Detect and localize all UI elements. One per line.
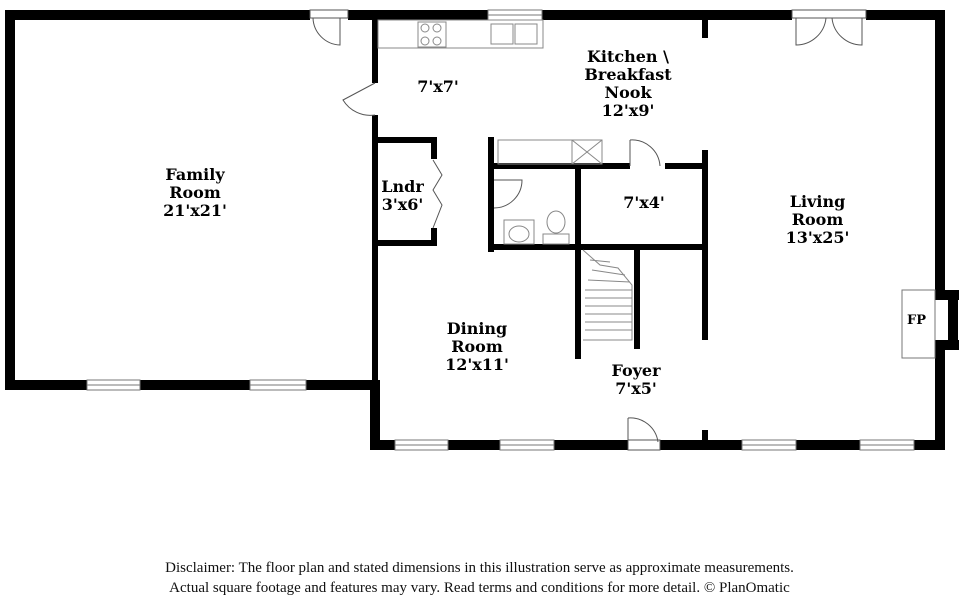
room-size: 12'x11' bbox=[445, 355, 509, 374]
wall bbox=[935, 290, 959, 300]
exterior-walls bbox=[5, 10, 959, 450]
wall bbox=[448, 440, 500, 450]
wall bbox=[796, 440, 860, 450]
doors bbox=[309, 9, 867, 451]
wall bbox=[542, 10, 792, 20]
room-name: Breakfast bbox=[584, 65, 672, 84]
wall bbox=[306, 380, 380, 390]
wall bbox=[866, 10, 945, 20]
fireplace-label: FP bbox=[907, 313, 927, 328]
wall bbox=[914, 440, 945, 450]
room-name: Room bbox=[791, 210, 844, 229]
room-name: Family bbox=[165, 165, 225, 184]
disclaimer-line: Actual square footage and features may v… bbox=[169, 580, 790, 596]
wall bbox=[370, 380, 380, 450]
wall bbox=[5, 10, 310, 20]
wall bbox=[5, 10, 15, 390]
wall bbox=[140, 380, 250, 390]
room-size: 13'x25' bbox=[785, 228, 850, 247]
wall bbox=[554, 440, 628, 450]
room-name: Kitchen \ bbox=[587, 47, 669, 66]
room-name: Living bbox=[789, 192, 846, 211]
room-size: 7'x4' bbox=[623, 193, 665, 212]
wall bbox=[935, 345, 945, 450]
room-name: Nook bbox=[604, 83, 652, 102]
room-living: Living Room 13'x25' bbox=[765, 193, 870, 247]
wall bbox=[5, 380, 87, 390]
room-size: 12'x9' bbox=[601, 101, 655, 120]
wall bbox=[660, 440, 742, 450]
room-name: Dining bbox=[446, 319, 508, 338]
room-size: 3'x6' bbox=[381, 195, 424, 214]
room-size: 21'x21' bbox=[163, 201, 227, 220]
room-size: 7'x7' bbox=[417, 77, 459, 96]
room-foyer: Foyer 7'x5' bbox=[596, 362, 676, 398]
interior-walls bbox=[372, 18, 708, 442]
room-kitchen: Kitchen \ Breakfast Nook 12'x9' bbox=[568, 48, 688, 120]
disclaimer: Disclaimer: The floor plan and stated di… bbox=[0, 558, 959, 598]
windows bbox=[86, 9, 915, 451]
room-name: Room bbox=[169, 183, 221, 202]
room-name: Lndr bbox=[381, 177, 424, 196]
disclaimer-line: Disclaimer: The floor plan and stated di… bbox=[165, 560, 794, 576]
wall bbox=[948, 290, 958, 350]
wall bbox=[935, 340, 959, 350]
room-laundry: Lndr 3'x6' bbox=[375, 178, 430, 214]
wall bbox=[370, 440, 395, 450]
wall bbox=[348, 10, 488, 20]
room-closet: 7'x4' bbox=[612, 194, 676, 212]
room-name: Room bbox=[451, 337, 503, 356]
room-family: Family Room 21'x21' bbox=[140, 166, 250, 220]
room-small-nook: 7'x7' bbox=[408, 78, 468, 96]
fixtures bbox=[377, 19, 936, 359]
room-name: Foyer bbox=[611, 361, 661, 380]
room-size: 7'x5' bbox=[615, 379, 657, 398]
wall bbox=[935, 10, 945, 290]
room-dining: Dining Room 12'x11' bbox=[425, 320, 529, 374]
